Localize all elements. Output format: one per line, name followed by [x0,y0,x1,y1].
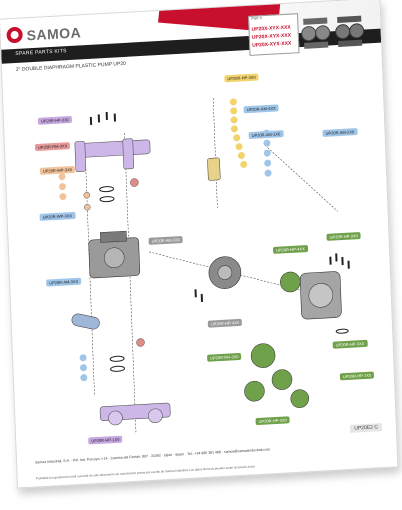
pump-thumbnail-icon [301,17,331,49]
pump-thumbnail-icon [335,15,365,47]
pilot-valve-part [207,157,221,181]
fluid-chamber-part [299,271,342,320]
diaphragm-parts [244,271,310,408]
center-body-part [88,230,141,279]
ball-valve-parts [83,178,145,347]
bottom-manifold-part [99,402,171,426]
top-manifold-part [74,138,151,172]
muffler-part [71,313,100,330]
sheet: SAMOA SPARE PARTS KITS 2" DOUBLE DIAPHRA… [0,0,398,489]
bolt-parts [89,111,350,303]
exploded-view-drawing [58,98,350,433]
oring-parts [99,186,349,372]
air-chamber-part [208,256,242,289]
